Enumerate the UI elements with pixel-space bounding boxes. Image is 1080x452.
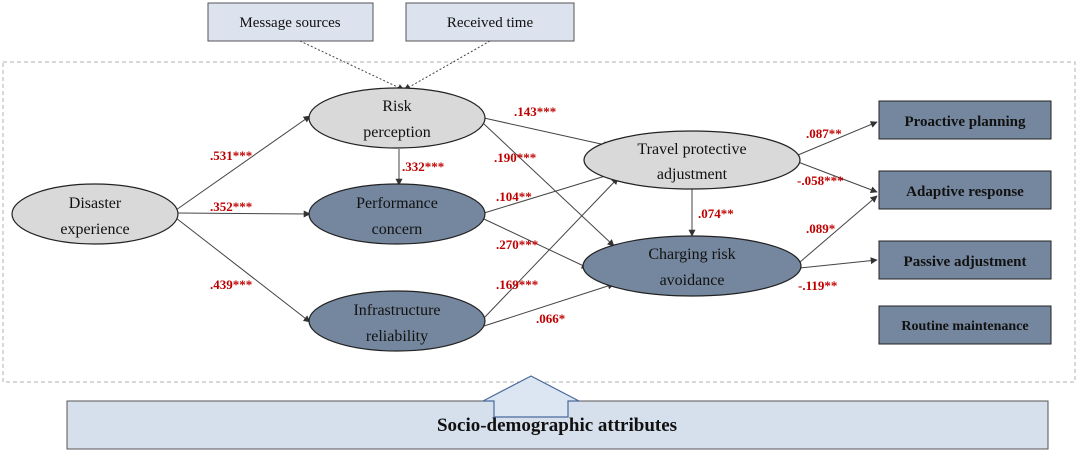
edge-charging-passive — [799, 257, 878, 269]
coef-risk-charging: .190*** — [494, 150, 536, 165]
coef-disaster-risk: .531*** — [210, 148, 252, 163]
edge-risk-charging — [483, 123, 615, 247]
node-infrastructure-reliability — [308, 290, 486, 352]
outcome-passive-adjustment — [878, 240, 1052, 280]
edge-disaster-performance — [177, 210, 311, 218]
node-performance-line2: concern — [372, 221, 423, 238]
up-block-arrow-icon — [482, 375, 580, 418]
outcome-routine-label: Routine maintenance — [901, 319, 1028, 334]
node-travel-protective — [583, 130, 801, 190]
node-travel-line1: Travel protective — [637, 141, 746, 158]
edge-risk-travel — [483, 117, 611, 149]
node-infrastructure-line2: reliability — [366, 328, 428, 345]
coef-risk-travel: .143*** — [514, 104, 556, 119]
node-risk-line1: Risk — [382, 98, 411, 115]
node-charging-risk — [582, 235, 802, 297]
outcome-proactive-label: Proactive planning — [905, 114, 1026, 130]
coef-charging-passive: -.119** — [798, 278, 837, 293]
node-risk-line2: perception — [363, 124, 431, 141]
outcome-adaptive-label: Adaptive response — [906, 184, 1024, 200]
coef-performance-charging: .270*** — [496, 237, 538, 252]
node-risk-perception — [308, 87, 486, 149]
edge-travel-proactive — [797, 121, 878, 156]
node-performance-line1: Performance — [356, 195, 438, 212]
edge-charging-adaptive — [799, 195, 878, 263]
coef-risk-performance: .332*** — [402, 159, 444, 174]
node-disaster-line1: Disaster — [69, 195, 122, 212]
coef-disaster-infrastructure: .439*** — [210, 277, 252, 292]
edge-disaster-infrastructure — [175, 217, 311, 323]
coef-infrastructure-travel: .169*** — [496, 277, 538, 292]
node-charging-line2: avoidance — [660, 272, 725, 289]
edge-performance-charging — [483, 218, 589, 269]
node-infrastructure-line1: Infrastructure — [353, 302, 440, 319]
node-charging-line1: Charging risk — [648, 246, 735, 263]
coef-performance-travel: .104** — [496, 189, 532, 204]
node-disaster-experience — [11, 183, 179, 245]
coef-infrastructure-charging: .066* — [536, 311, 565, 326]
edge-infrastructure-travel — [483, 177, 619, 319]
outcome-passive-label: Passive adjustment — [904, 254, 1027, 270]
received-time-box — [405, 2, 575, 42]
received-time-label: Received time — [447, 15, 534, 31]
edge-infrastructure-charging — [483, 282, 615, 327]
node-travel-line2: adjustment — [657, 166, 728, 183]
edge-disaster-risk — [175, 115, 311, 211]
edge-performance-travel — [483, 171, 616, 214]
coef-travel-adaptive: -.058*** — [797, 173, 844, 188]
edge-travel-adaptive — [797, 161, 878, 194]
outcome-adaptive-response — [878, 170, 1052, 210]
message-sources-label: Message sources — [239, 15, 340, 31]
edge-message-to-risk — [299, 40, 405, 91]
edge-received-to-risk — [403, 40, 491, 91]
socio-demographic-label: Socio-demographic attributes — [437, 415, 677, 436]
message-sources-box — [207, 2, 374, 42]
coef-charging-adaptive: .089* — [806, 221, 835, 236]
node-disaster-line2: experience — [60, 221, 129, 238]
coef-travel-proactive: .087** — [806, 126, 842, 141]
coef-travel-charging: .074** — [698, 206, 734, 221]
outcome-proactive-planning — [878, 100, 1052, 140]
coef-disaster-performance: .352*** — [210, 199, 252, 214]
node-performance-concern — [308, 183, 486, 245]
outcome-routine-maintenance — [878, 305, 1052, 345]
